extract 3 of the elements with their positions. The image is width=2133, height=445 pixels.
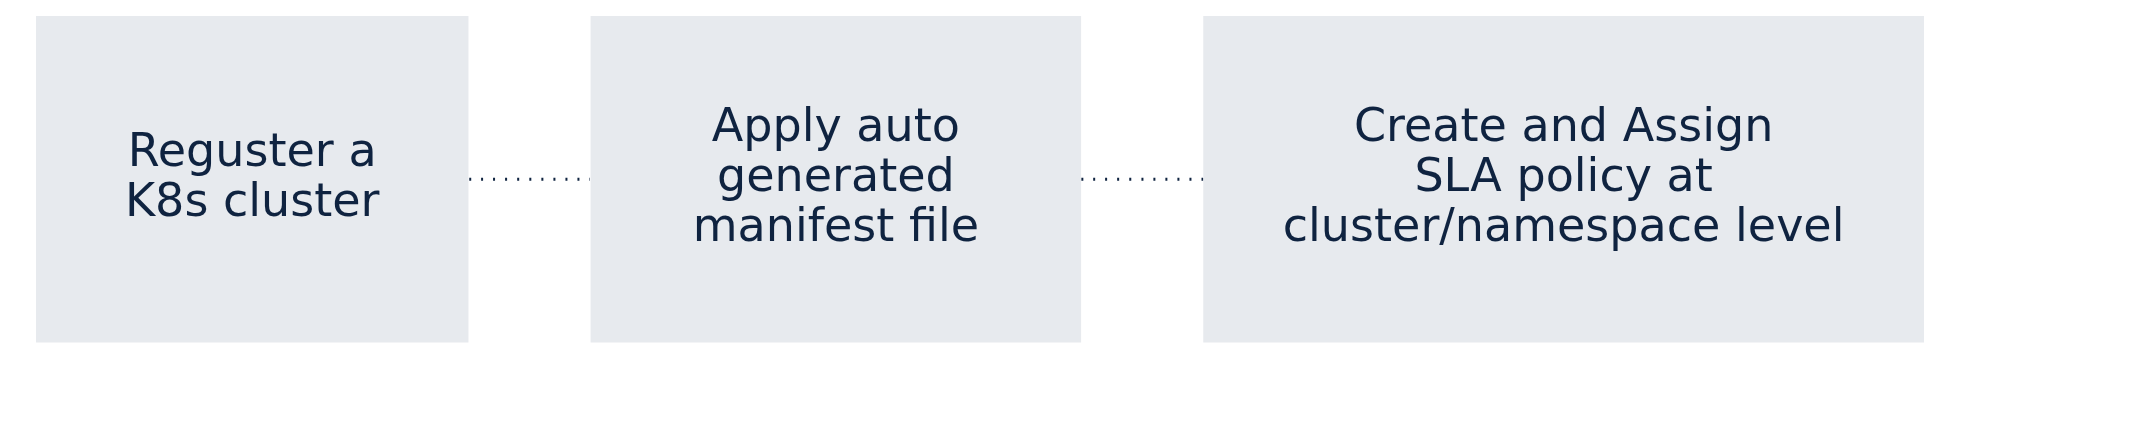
node-box: Create and Assign SLA policy at cluster/namespace level xyxy=(1203,16,1924,343)
node-box: Reguster a K8s cluster xyxy=(36,16,469,343)
node-box: Apply auto generated manifest file xyxy=(590,16,1082,343)
